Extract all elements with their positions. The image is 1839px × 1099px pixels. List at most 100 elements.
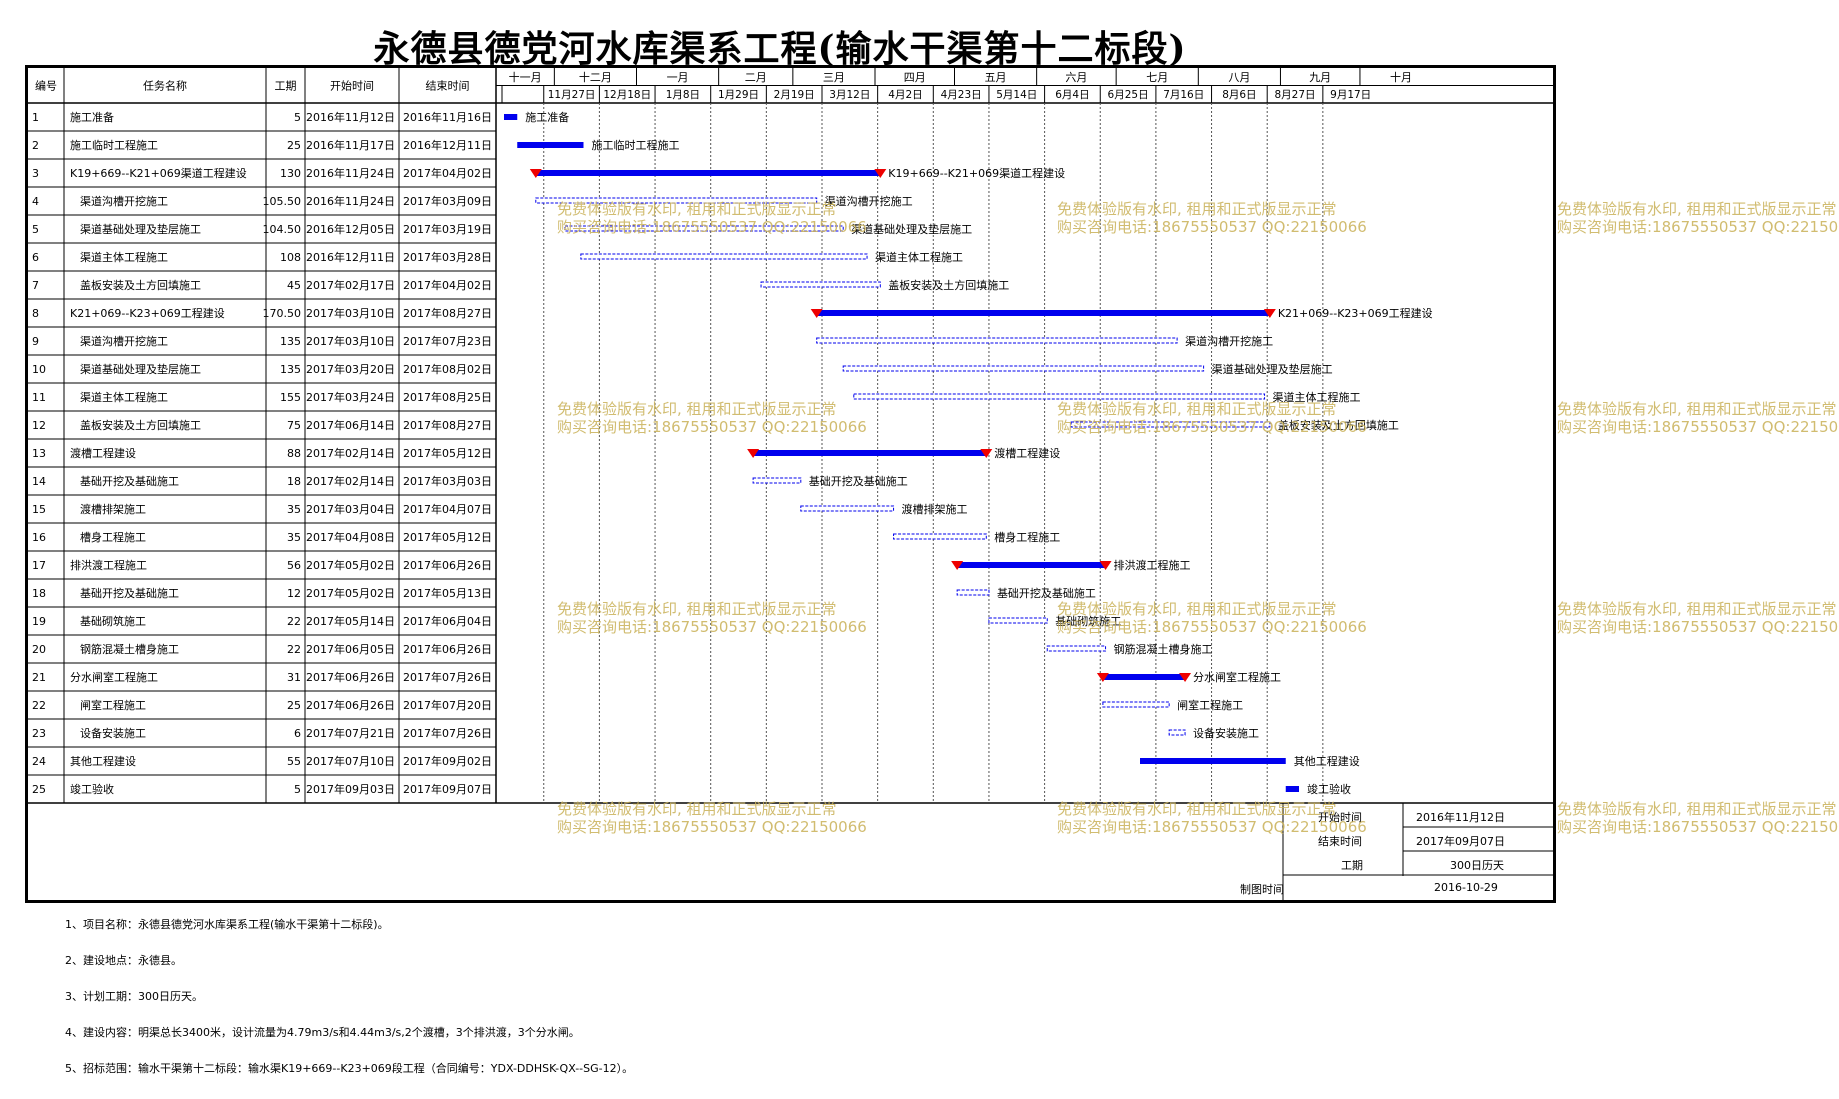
task-duration: 18 — [287, 475, 301, 488]
task-start: 2017年03月20日 — [306, 362, 395, 376]
task-duration: 135 — [280, 335, 301, 348]
watermark: 免费体验版有水印, 租用和正式版显示正常购买咨询电话:18675550537 Q… — [1557, 600, 1839, 636]
week-label: 12月18日 — [603, 89, 651, 101]
info-drawn-value: 2016-10-29 — [1434, 881, 1498, 894]
task-name: 基础开挖及基础施工 — [80, 586, 179, 600]
bar-label: 施工临时工程施工 — [592, 138, 680, 152]
task-duration: 12 — [287, 587, 301, 600]
bar-label: 渠道主体工程施工 — [1273, 390, 1361, 404]
task-end: 2017年05月12日 — [403, 530, 492, 544]
task-id: 9 — [32, 335, 39, 348]
task-start: 2016年12月05日 — [306, 222, 395, 236]
task-duration: 6 — [294, 727, 301, 740]
task-end: 2017年06月04日 — [403, 614, 492, 628]
task-id: 19 — [32, 615, 46, 628]
bar-label: 盖板安装及土方回填施工 — [888, 278, 1009, 292]
bar-label: 渠道沟槽开挖施工 — [825, 194, 913, 208]
summary-start-marker — [529, 169, 542, 178]
task-start: 2017年05月02日 — [306, 586, 395, 600]
month-label: 十一月 — [509, 70, 542, 84]
task-end: 2017年04月02日 — [403, 166, 492, 180]
task-bar — [535, 197, 818, 204]
info-end-label: 结束时间 — [1318, 835, 1362, 848]
task-end: 2017年08月25日 — [403, 390, 492, 404]
project-notes: 1、项目名称：永德县德党河水库渠系工程(输水干渠第十二标段)。 2、建设地点：永… — [65, 895, 633, 1099]
task-id: 10 — [32, 363, 46, 376]
task-name: 渠道基础处理及垫层施工 — [80, 362, 201, 376]
task-name: K21+069--K23+069工程建设 — [70, 306, 225, 320]
task-end: 2017年06月26日 — [403, 642, 492, 656]
info-drawn-label: 制图时间 — [1240, 883, 1284, 896]
task-name: 钢筋混凝土槽身施工 — [80, 642, 179, 656]
summary-bar — [816, 310, 1270, 316]
month-label: 八月 — [1228, 71, 1250, 84]
task-id: 20 — [32, 643, 46, 656]
task-name: 渠道沟槽开挖施工 — [80, 194, 168, 208]
task-duration: 25 — [287, 139, 301, 152]
task-id: 15 — [32, 503, 46, 516]
task-name: 渡槽工程建设 — [70, 446, 136, 460]
task-end: 2017年05月12日 — [403, 446, 492, 460]
bar-label: 盖板安装及土方回填施工 — [1278, 418, 1399, 432]
info-duration-label: 工期 — [1341, 859, 1363, 872]
task-name: 闸室工程施工 — [80, 698, 146, 712]
task-id: 2 — [32, 139, 39, 152]
month-label: 三月 — [823, 71, 845, 84]
task-name: 基础开挖及基础施工 — [80, 474, 179, 488]
task-bar — [580, 253, 868, 260]
bar-label: 基础砌筑施工 — [1055, 614, 1121, 628]
month-label: 五月 — [985, 71, 1007, 84]
task-name: 排洪渡工程施工 — [70, 558, 147, 572]
summary-bar — [535, 170, 881, 176]
week-label: 6月4日 — [1055, 89, 1089, 101]
task-id: 14 — [32, 475, 46, 488]
task-duration: 104.50 — [263, 223, 302, 236]
column-header: 工期 — [275, 80, 297, 93]
task-bar — [564, 225, 844, 232]
task-end: 2017年03月09日 — [403, 194, 492, 208]
summary-end-marker — [1099, 561, 1112, 570]
month-label: 十二月 — [579, 70, 612, 84]
task-duration: 108 — [280, 251, 301, 264]
task-start: 2017年06月26日 — [306, 698, 395, 712]
task-start: 2017年07月21日 — [306, 726, 395, 740]
month-label: 二月 — [745, 71, 767, 84]
task-end: 2017年08月02日 — [403, 362, 492, 376]
week-label: 8月6日 — [1222, 89, 1256, 101]
task-id: 6 — [32, 251, 39, 264]
task-id: 22 — [32, 699, 46, 712]
bar-label: 槽身工程施工 — [994, 530, 1060, 544]
bar-label: 渠道基础处理及垫层施工 — [1212, 362, 1333, 376]
bar-label: 基础开挖及基础施工 — [997, 586, 1096, 600]
bar-label: 其他工程建设 — [1294, 754, 1360, 768]
task-start: 2017年05月02日 — [306, 558, 395, 572]
task-duration: 56 — [287, 559, 301, 572]
task-id: 11 — [32, 391, 46, 404]
week-label: 11月27日 — [548, 89, 596, 101]
task-end: 2017年03月03日 — [403, 474, 492, 488]
summary-start-marker — [810, 309, 823, 318]
task-start: 2017年02月14日 — [306, 446, 395, 460]
column-header: 任务名称 — [143, 79, 187, 93]
task-end: 2017年07月23日 — [403, 334, 492, 348]
task-start: 2017年09月03日 — [306, 782, 395, 796]
task-bar — [1140, 758, 1286, 764]
column-header: 编号 — [35, 79, 57, 93]
task-start: 2017年03月10日 — [306, 306, 395, 320]
task-end: 2017年07月26日 — [403, 726, 492, 740]
task-end: 2016年12月11日 — [403, 138, 492, 152]
task-id: 3 — [32, 167, 39, 180]
task-id: 7 — [32, 279, 39, 292]
task-name: 分水闸室工程施工 — [70, 670, 158, 684]
task-name: 槽身工程施工 — [80, 530, 146, 544]
bar-label: 渡槽工程建设 — [994, 446, 1060, 460]
chart-title: 永德县德党河水库渠系工程(输水干渠第十二标段) — [373, 28, 1187, 70]
week-label: 6月25日 — [1108, 89, 1149, 101]
task-duration: 22 — [287, 615, 301, 628]
bar-label: 渠道基础处理及垫层施工 — [851, 222, 972, 236]
task-start: 2016年11月17日 — [306, 138, 395, 152]
task-duration: 105.50 — [263, 195, 302, 208]
month-label: 一月 — [667, 71, 689, 84]
task-id: 25 — [32, 783, 46, 796]
bar-label: 施工准备 — [525, 110, 569, 124]
